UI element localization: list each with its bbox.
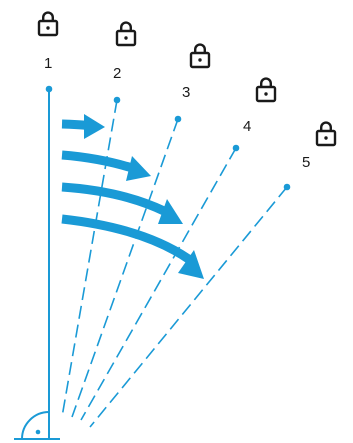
- position-4-lock: [255, 77, 277, 103]
- position-1-lock: [37, 11, 59, 37]
- lock-icon: [189, 43, 211, 69]
- position-2-label: 2: [113, 65, 121, 82]
- tilt-arrow-3: [61, 182, 183, 224]
- tilt-arrow-2: [61, 150, 151, 181]
- tilt-arrow-1: [61, 114, 105, 139]
- position-5-label: 5: [302, 154, 310, 171]
- lock-icon: [37, 11, 59, 37]
- position-4-label: 4: [243, 118, 251, 135]
- tilt-arrow-4: [61, 214, 204, 279]
- lock-icon: [255, 77, 277, 103]
- position-2-line: [61, 96, 121, 418]
- position-4-line: [80, 144, 240, 421]
- lock-icon: [315, 121, 337, 147]
- tilt-direction-arrows: [61, 114, 204, 279]
- position-1-label: 1: [44, 55, 52, 72]
- position-3-line: [71, 115, 182, 418]
- lock-icon: [115, 21, 137, 47]
- position-5-lock: [315, 121, 337, 147]
- position-2-lock: [115, 21, 137, 47]
- position-3-label: 3: [182, 84, 190, 101]
- position-1-line: [45, 85, 53, 439]
- position-5-line: [89, 183, 291, 428]
- right-angle-marker: [14, 411, 60, 440]
- position-3-lock: [189, 43, 211, 69]
